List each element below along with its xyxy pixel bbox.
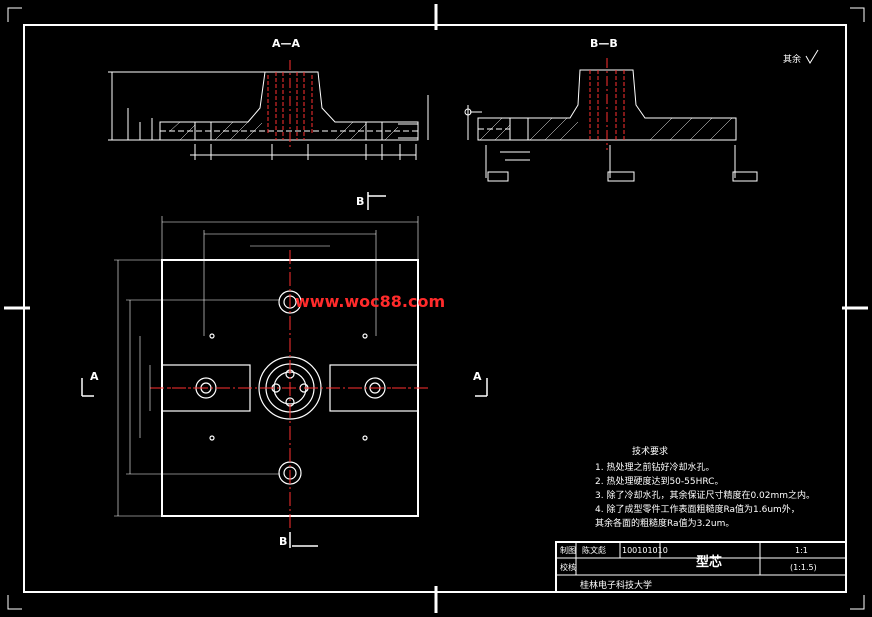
sheet-info: (1:1.5): [790, 563, 817, 572]
cut-b-top-label: B: [356, 195, 364, 208]
cut-a-left-label: A: [90, 370, 99, 383]
section-aa-label: A—A: [272, 37, 301, 50]
school-name: 桂林电子科技大学: [580, 579, 652, 591]
notes-item: 其余各面的粗糙度Ra值为3.2um。: [595, 517, 734, 529]
student-number: 100101010: [622, 546, 668, 555]
notes-item: 1. 热处理之前钻好冷却水孔。: [595, 461, 714, 473]
check-label: 校核: [560, 562, 576, 572]
cut-a-right-label: A: [473, 370, 482, 383]
notes-title: 技术要求: [632, 445, 668, 457]
notes-item: 2. 热处理硬度达到50-55HRC。: [595, 475, 723, 487]
title-block: 制图 陈文彪 100101010 型芯 1:1 (1:1.5) 校核 桂林电子科…: [555, 541, 847, 593]
watermark-text: www.woc88.com: [295, 292, 445, 311]
roughness-symbol-icon: [805, 49, 819, 64]
plan-view: A A B B: [81, 192, 488, 548]
section-bb-label: B—B: [590, 37, 618, 50]
cut-b-bottom-label: B: [279, 535, 287, 548]
technical-notes: 技术要求 1. 热处理之前钻好冷却水孔。 2. 热处理硬度达到50-55HRC。…: [595, 445, 815, 529]
section-view-bb: B—B: [464, 37, 819, 182]
section-view-aa: A—A: [108, 37, 429, 160]
drawing-frame: [4, 4, 868, 613]
notes-item: 4. 除了成型零件工作表面粗糙度Ra值为1.6um外，: [595, 503, 800, 515]
part-name: 型芯: [696, 554, 722, 570]
designer-name: 陈文彪: [582, 545, 606, 555]
roughness-note: 其余: [783, 53, 801, 65]
drawn-label: 制图: [560, 545, 576, 555]
scale: 1:1: [795, 546, 808, 555]
notes-item: 3. 除了冷却水孔，其余保证尺寸精度在0.02mm之内。: [595, 489, 815, 501]
